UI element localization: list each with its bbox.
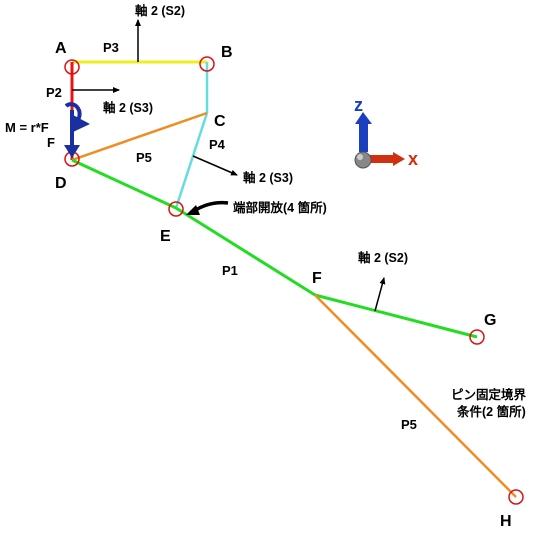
- axis-label-s2-p1: 軸 2 (S2): [358, 250, 408, 265]
- triad-label-z: z: [354, 95, 363, 115]
- moment-load-icon: [64, 102, 90, 132]
- axis-label-s3-p2: 軸 2 (S3): [103, 100, 153, 115]
- force-label: F: [47, 135, 55, 150]
- axis-label-s3-p4: 軸 2 (S3): [243, 170, 293, 185]
- node-label-a: A: [55, 40, 67, 57]
- force-arrow-icon: [64, 110, 80, 158]
- end-release-marker-b: [199, 56, 215, 72]
- triad-label-x: x: [408, 149, 418, 169]
- pinned-support-marker-g: [469, 329, 485, 345]
- node-label-h: H: [500, 513, 512, 530]
- member-label-p2: P2: [46, 85, 62, 100]
- node-label-b: B: [221, 44, 233, 61]
- pinned-support-note-line2: 条件(2 箇所): [456, 404, 526, 419]
- member-label-p3: P3: [103, 40, 119, 55]
- member-label-p1: P1: [222, 263, 238, 278]
- node-label-d: D: [55, 175, 67, 192]
- axis-arrow-s2-p1: [374, 277, 386, 312]
- axis-label-s2-top: 軸 2 (S2): [135, 3, 185, 18]
- axis-arrow-s3-p4: [192, 155, 238, 176]
- member-p1-de: [71, 158, 177, 210]
- coordinate-triad-icon: [354, 112, 405, 169]
- member-label-p5-lower: P5: [401, 417, 417, 432]
- end-release-pointer-icon: [193, 200, 229, 213]
- member-p5-upper: [71, 111, 208, 162]
- pinned-support-marker-h: [508, 489, 524, 505]
- moment-label: M = r*F: [5, 120, 49, 135]
- member-p4-lower: [174, 112, 209, 209]
- node-label-c: C: [214, 113, 226, 130]
- member-p1-ef: [175, 206, 316, 297]
- member-label-p4: P4: [209, 137, 226, 152]
- member-p5-lower: [314, 294, 517, 498]
- member-label-p5-upper: P5: [136, 150, 152, 165]
- node-label-e: E: [160, 228, 171, 245]
- end-release-marker-e: [168, 201, 184, 217]
- member-p1-fg: [314, 293, 478, 339]
- node-label-f: F: [312, 270, 322, 287]
- end-release-marker-a: [64, 59, 80, 75]
- node-label-g: G: [484, 312, 496, 329]
- end-release-note: 端部開放(4 箇所): [233, 200, 327, 215]
- pinned-support-note-line1: ピン固定境界: [451, 387, 527, 402]
